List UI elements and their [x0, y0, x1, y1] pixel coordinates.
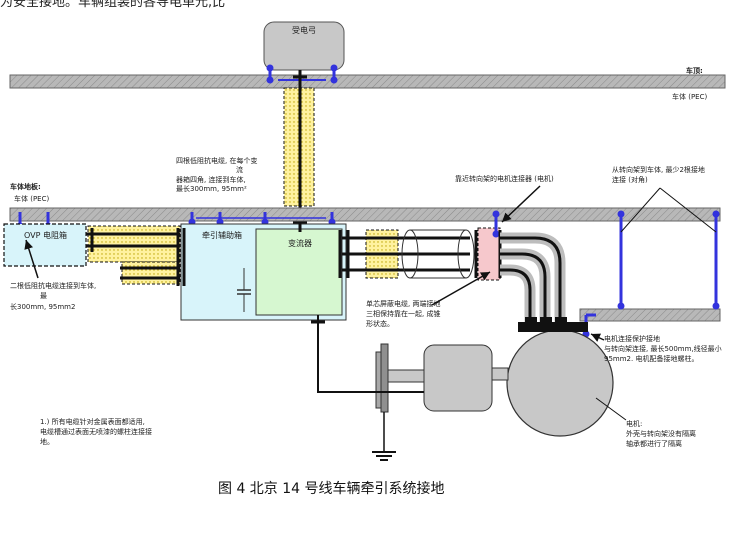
top-partial-text: 为安全接地。车辆组装的各导电单元,比	[0, 0, 225, 10]
cable-note-line2: 流	[236, 165, 243, 174]
motor-note-line1: 电机:	[626, 419, 642, 428]
shield-note-line1: 单芯屏蔽电缆, 两端接地	[366, 299, 440, 308]
footnote-line2: 电缆槽通过表面无喷漆的螺柱连接接	[40, 427, 152, 436]
roof-body: 车体 (PEC)	[672, 92, 707, 101]
converter-label: 变流器	[288, 238, 312, 248]
motor-ground-arrow	[590, 333, 605, 342]
floor-title: 车体地板:	[10, 182, 41, 191]
motor-terminal-box	[518, 322, 588, 332]
gearbox	[423, 344, 493, 412]
cable-note-line1: 四根低阻抗电缆, 在每个变	[176, 156, 257, 165]
motor-bending-cables	[500, 232, 566, 322]
ovp-resistor-box	[3, 223, 87, 267]
motor-note-line3: 轴承都进行了隔离	[626, 439, 682, 448]
coupling	[491, 367, 509, 381]
bogie-note-line2: 连接 (对角)	[612, 175, 648, 184]
ovp-note-arrow	[24, 239, 39, 279]
ovp-cables	[86, 228, 186, 286]
pantograph	[263, 21, 345, 71]
ovp-cable-tray-upper	[87, 225, 181, 263]
pantograph-label: 受电弓	[292, 25, 316, 35]
motor-terminals	[525, 317, 567, 325]
bogie-note-line1: 从转向架到车体, 最少2根接地	[612, 165, 705, 174]
bogie-beam	[579, 308, 721, 322]
capacitor-symbol	[237, 268, 251, 312]
roof-title: 车顶:	[686, 66, 703, 75]
connector-note: 靠近转向架的电机连接器 (电机)	[455, 174, 554, 183]
bogie-note-leaders	[620, 187, 717, 233]
cable-run-over-tray	[366, 236, 398, 272]
roof-beam	[9, 74, 726, 89]
shield-note-line2: 三相保持靠在一起, 成锥	[366, 309, 440, 318]
floor-body: 车体 (PEC)	[14, 194, 49, 203]
ground-dot	[266, 76, 274, 84]
ground-dot	[330, 76, 338, 84]
motor-ground-note-line1: 电机连接保护接地	[604, 334, 660, 343]
aux-box-label: 牵引辅助箱	[202, 230, 242, 240]
shielded-cable-sleeve	[401, 229, 475, 279]
motor-note-leader	[595, 397, 627, 421]
shield-note-line3: 形状态。	[366, 319, 394, 328]
ground-dot	[330, 64, 338, 72]
axle	[387, 369, 425, 383]
earth-ground-symbol	[372, 412, 396, 461]
wheel-rim	[375, 351, 382, 409]
motor-ground-note-line2: 与转向架连接, 最长500mm,线径最小	[604, 344, 722, 353]
converter-output-cables	[342, 236, 470, 272]
traction-motor	[506, 329, 614, 437]
connector-arrow	[501, 185, 541, 223]
converter-ground-line	[317, 315, 424, 393]
bogie-body-ground	[617, 210, 720, 310]
motor-note-line2: 外壳与转向架没有隔离	[626, 429, 696, 438]
ovp-note-line1: 二根低阻抗电缆连接到车体,	[10, 281, 96, 290]
cable-note-line4: 最长300mm, 95mm²	[176, 184, 247, 193]
motor-ground-note-line3: 95mm2. 电机配备接地螺柱。	[604, 354, 698, 363]
converter-box	[255, 228, 343, 316]
ovp-note-line3: 长300mm, 95mm2	[10, 302, 75, 311]
figure-caption: 图 4 北京 14 号线车辆牵引系统接地	[218, 480, 445, 497]
ground-dot	[266, 64, 274, 72]
footnote-line1: 1.) 所有电缆针对金属表面都适用,	[40, 417, 145, 426]
floor-beam	[9, 207, 721, 222]
footnote-line3: 地。	[40, 437, 54, 446]
shield-note-arrow	[431, 271, 491, 306]
ovp-cable-tray-lower	[121, 261, 181, 285]
wheel	[380, 343, 389, 413]
ovp-note-line2: 最	[40, 292, 47, 300]
cable-note-line3: 器箱四角, 连接到车体,	[176, 175, 246, 184]
ovp-label: OVP 电阻箱	[24, 230, 67, 240]
